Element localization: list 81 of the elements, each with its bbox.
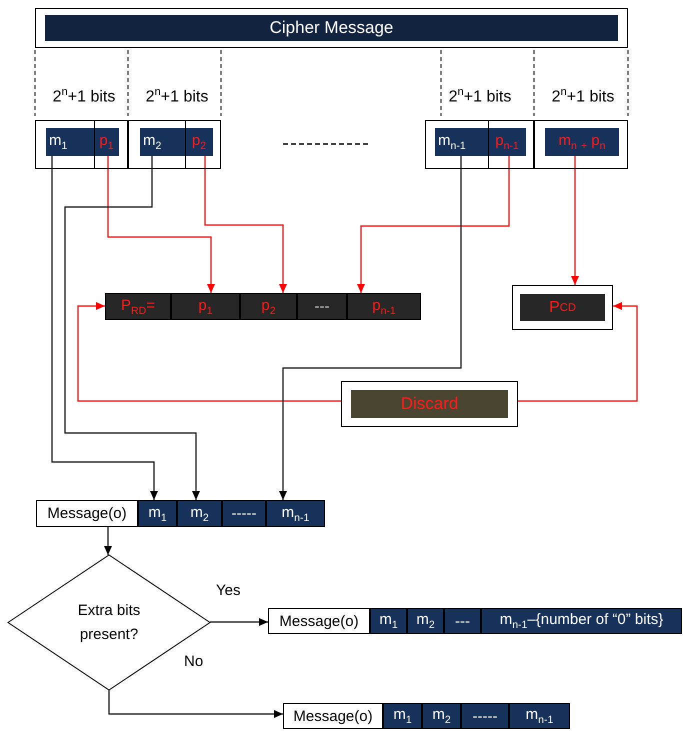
cell-label: m$_{1}$ [393,706,412,726]
arrow [357,155,510,293]
bit-cell [444,608,481,634]
cell-label: m$_{n}$ $_{+}$ p$_{n}$ [558,132,606,152]
cell-label: m$_{n-1}$ [526,706,554,726]
arrow [518,302,638,402]
bit-cell [435,128,488,156]
bit-cell [370,608,407,634]
parity-cell [240,293,297,320]
bit-cell [177,500,222,527]
bit-count-label: 2$^{n}$+1 bits [144,86,210,106]
cell-label: m$_{n-1}$–{number of “0” bits} [500,611,664,631]
cell-label: Message(o) [47,505,127,522]
cell-label: p$_{1}$ [99,132,114,152]
cell-label: m$_{n-1}$ [282,504,310,524]
parity-cell [545,128,619,156]
cell-label: --- [314,298,330,315]
bit-count-label: 2$^{n}$+1 bits [52,86,116,106]
cell-label: m$_{2}$ [190,504,209,524]
arrow [107,155,215,293]
discard-bar: Discard [351,390,508,418]
cell-label: m$_{2}$ [143,132,162,152]
cell-label: --- [455,612,470,630]
arrow [210,618,268,626]
bit-cell [266,500,325,527]
message-cell [36,500,138,527]
cell-label: m$_{2}$ [416,611,435,631]
cell-label: P$_{RD}$= [121,296,155,316]
bit-cell [222,500,266,527]
arrow [204,155,287,293]
arrow [108,690,283,718]
cell-label: m$_{2}$ [432,706,451,726]
cell-label: p$_{n-1}$ [372,296,396,316]
cell-label: ----- [472,708,498,724]
parity-cell [297,293,347,320]
parity-cell [347,293,421,320]
cipher-message-bar: Cipher Message [45,15,618,41]
parity-cell [488,128,526,156]
cell-label: m$_{1}$ [379,611,398,631]
parity-frame [512,285,613,330]
cell-label: m$_{1}$ [49,132,68,152]
cell-label: Message(o) [279,612,359,630]
cell-label: m$_{n-1}$ [438,132,466,152]
bit-cell [509,703,570,729]
cell-label: p$_{n-1}$ [495,132,519,152]
parity-cell [94,128,119,156]
bit-count-label: 2$^{n}$+1 bits [448,86,512,106]
bit-block [425,120,534,169]
bit-block [128,120,221,169]
cell-label: p$_{2}$ [261,296,276,316]
cell-label: Message(o) [293,708,373,724]
message-cell [283,703,383,729]
arrow [104,527,112,555]
bit-cell [407,608,444,634]
bit-block [534,120,628,169]
arrow [51,155,158,500]
message-cell [268,608,370,634]
parity-cell [105,293,171,320]
bit-cell [138,500,177,527]
bit-cell [46,128,94,156]
arrow [64,155,200,500]
bit-cell [140,128,185,156]
message-frame [35,8,628,48]
arrow [571,155,579,285]
cell-label: m$_{1}$ [148,504,167,524]
decision-label: Extra bits present? [76,601,142,644]
cell-label: p$_{2}$ [192,132,206,152]
cell-label: ----- [232,505,256,522]
discard-frame [341,381,518,427]
parity-cell [171,293,240,320]
parity-cell [185,128,213,156]
arrow [279,155,462,500]
bit-cell [383,703,422,729]
bit-block [35,120,128,169]
arrow [77,302,341,402]
decision-diamond [8,555,210,690]
cell-label: p$_{1}$ [198,296,213,316]
bit-cell [461,703,509,729]
bit-cell [422,703,461,729]
bit-count-label: 2$^{n}$+1 bits [550,86,616,106]
bit-cell [481,608,682,634]
